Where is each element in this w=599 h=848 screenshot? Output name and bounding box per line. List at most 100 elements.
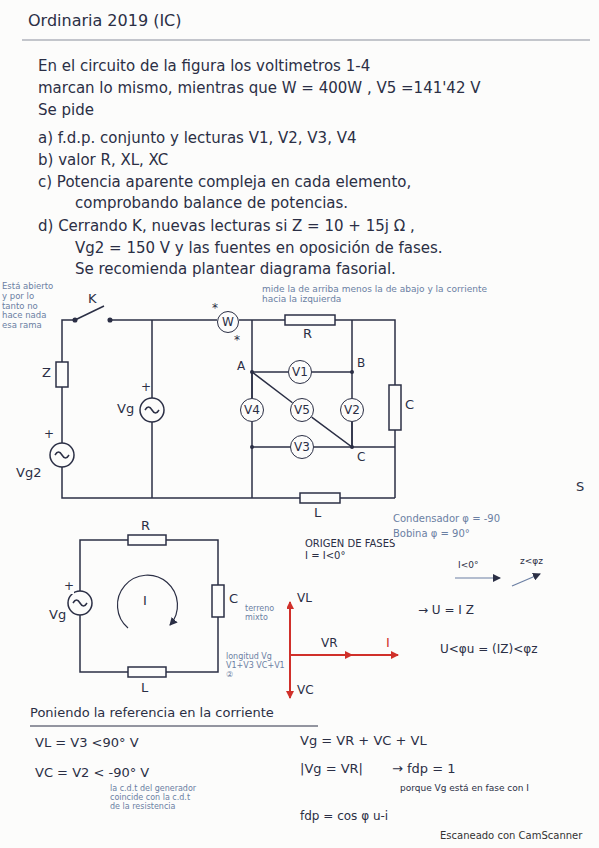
- small-arrow: [455, 577, 500, 578]
- inductor-symbol: [128, 667, 166, 677]
- phasor-axis: [289, 655, 291, 698]
- handwritten-text: Vg2 = 150 V y las fuentes en oposición d…: [75, 240, 443, 257]
- circuit-wire: [110, 319, 217, 321]
- handwritten-text: c) Potencia aparente compleja en cada el…: [38, 174, 411, 191]
- wattmeter-circle: W: [217, 311, 239, 333]
- meter-wire: [312, 417, 352, 447]
- component-label: C: [405, 398, 414, 413]
- circuit-wire: [251, 320, 253, 372]
- polarity-mark: +: [141, 381, 151, 395]
- capacitor-symbol: [389, 385, 401, 430]
- equation: → U = I Z: [418, 604, 474, 618]
- handwritten-text: Se recomienda plantear diagrama fasorial…: [75, 261, 396, 278]
- resistor-symbol: [128, 535, 166, 545]
- node-label: A: [237, 360, 245, 374]
- underline: [30, 726, 318, 727]
- switch-blade: [75, 306, 104, 320]
- inductor-symbol: [128, 493, 340, 677]
- small-arrow: [455, 574, 540, 586]
- impedance-box: [56, 362, 68, 387]
- voltmeter-circle: V5: [290, 398, 314, 422]
- phasor-note: I<0°: [458, 560, 478, 570]
- circuit-wire: [166, 540, 218, 585]
- phasor-axis: [289, 602, 291, 655]
- source-symbol: [140, 398, 164, 422]
- circuit-wire: [80, 540, 218, 672]
- equation: fdp = cos φ u-i: [300, 810, 388, 824]
- component-label: R: [141, 519, 150, 534]
- stray-mark: S: [576, 480, 584, 495]
- voltmeter-circle: V3: [290, 435, 314, 459]
- phasor-label: VL: [297, 592, 312, 606]
- switch-blade: [73, 318, 77, 322]
- handwritten-text: d) Cerrando K, nuevas lecturas si Z = 10…: [38, 218, 415, 235]
- polarity-mark: *: [212, 302, 218, 316]
- handwritten-text: b) valor R, XL, XC: [38, 152, 168, 169]
- voltmeter-circle: V2: [340, 398, 364, 422]
- meter-name: V2: [344, 403, 360, 417]
- meter-name: V3: [294, 440, 310, 454]
- equation: VL = V3 <90° V: [35, 736, 139, 751]
- meter-name: W: [222, 315, 234, 329]
- circuit-wire: [151, 422, 153, 498]
- source-symbol: [50, 398, 164, 615]
- phasor-axis: [290, 654, 352, 656]
- circuit-wire: [394, 430, 396, 498]
- title-underline: [22, 40, 590, 41]
- handwritten-text: a) f.d.p. conjunto y lecturas V1, V2, V3…: [38, 130, 357, 147]
- underline: [30, 726, 318, 727]
- small-arrow: [512, 574, 540, 586]
- handwritten-text: marcan lo mismo, mientras que W = 400W ,…: [38, 80, 480, 97]
- phasor-label: VR: [321, 637, 338, 651]
- meter-wire: [252, 422, 290, 447]
- impedance-box: [56, 362, 68, 387]
- circuit-wire: [239, 319, 285, 321]
- phasor-note: ORIGEN DE FASES I = I<0°: [305, 538, 400, 561]
- meter-wire: [314, 422, 352, 447]
- handwritten-text: comprobando balance de potencias.: [75, 195, 348, 212]
- capacitor-symbol: [212, 385, 401, 617]
- phasor-note: z<φz: [520, 556, 543, 566]
- current-label: I: [143, 594, 147, 609]
- current-loop-arrow: [117, 575, 177, 628]
- margin-note: Bobina φ = 90°: [393, 528, 470, 540]
- source-symbol: [145, 407, 159, 413]
- meter-wire: [312, 372, 352, 398]
- title-underline: [22, 40, 590, 41]
- inductor-symbol: [300, 493, 340, 503]
- source-label: Vg: [49, 608, 66, 623]
- source-label: Vg: [117, 402, 134, 417]
- resistor-symbol: [128, 315, 335, 545]
- capacitor-symbol: [212, 585, 224, 617]
- component-label: L: [141, 681, 148, 696]
- circuit-wire: [351, 320, 353, 372]
- phasor-axis: [290, 602, 398, 698]
- margin-note: porque Vg está en fase con I: [400, 783, 529, 793]
- component-label: Z: [42, 366, 51, 381]
- phasor-label: VC: [297, 684, 314, 698]
- equation: VC = V2 < -90° V: [35, 766, 149, 781]
- source-symbol: [50, 443, 74, 467]
- margin-note: Está abierto y por lo tanto no hace nada…: [2, 282, 58, 331]
- meter-wire: [252, 372, 292, 403]
- circuit-wire: [166, 617, 218, 672]
- source-symbol: [68, 591, 92, 615]
- resistor-symbol: [285, 315, 335, 325]
- circuit-wire: [61, 387, 63, 443]
- meter-name: V1: [292, 365, 308, 379]
- equation: U<φu = (IZ)<φz: [440, 643, 537, 657]
- switch-label: K: [88, 292, 97, 307]
- source-label: Vg2: [16, 466, 41, 481]
- meter-name: V4: [244, 403, 260, 417]
- equation: |Vg = VR|: [300, 762, 363, 777]
- component-label: R: [303, 327, 312, 342]
- phasor-label: I: [386, 636, 390, 651]
- equation: Vg = VR + VC + VL: [300, 734, 427, 749]
- node-label: C: [357, 451, 365, 465]
- page-title: Ordinaria 2019 (IC): [28, 12, 182, 30]
- circuit-wire: [62, 320, 75, 362]
- circuit-wire: [80, 615, 128, 672]
- circuit-wire: [62, 320, 395, 498]
